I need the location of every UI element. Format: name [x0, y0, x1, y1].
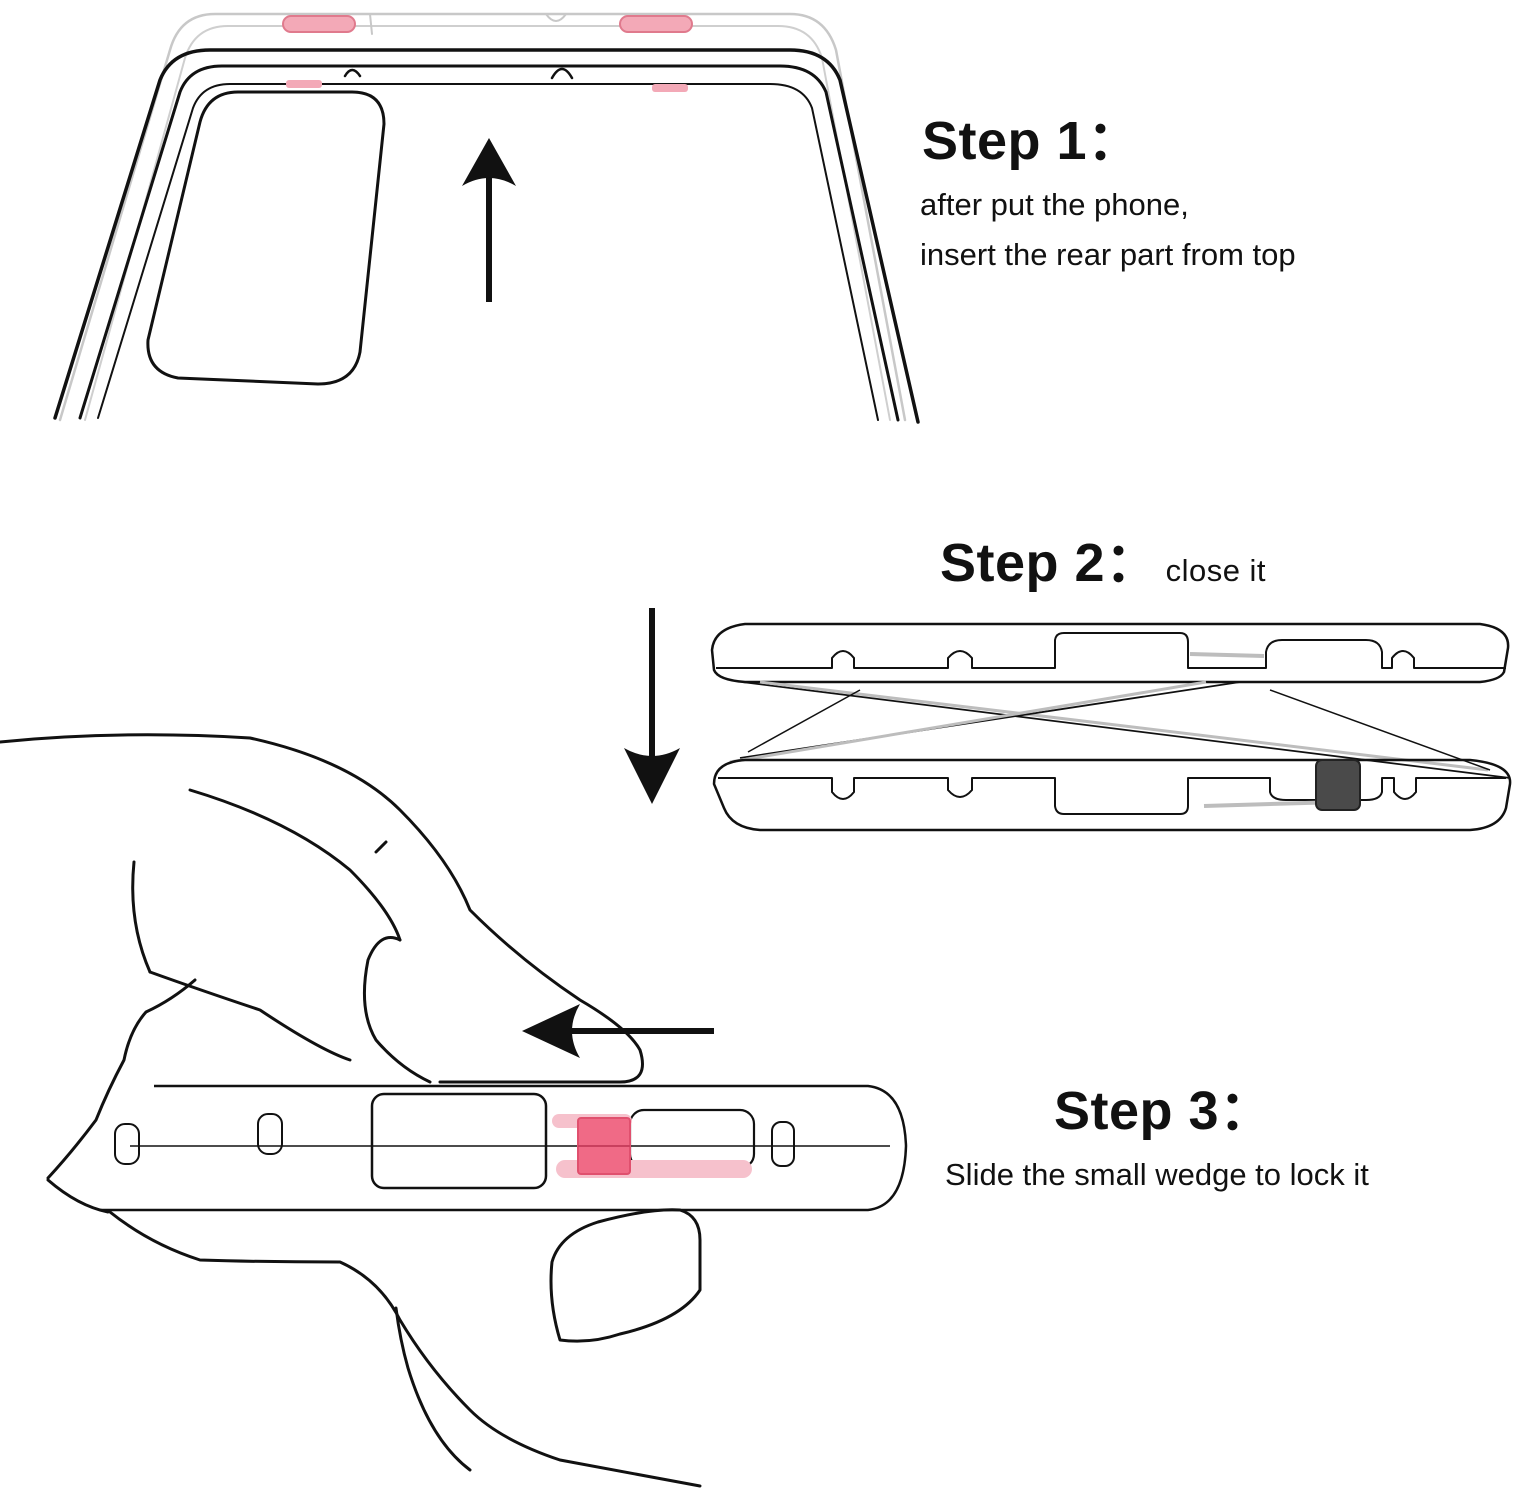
lock-wedge-icon [1315, 759, 1361, 811]
down-arrow-icon [624, 608, 680, 804]
step1-red-buttons [282, 15, 693, 92]
step1-title: Step 1： [922, 111, 1142, 171]
step2-case-drawing [710, 622, 1512, 832]
step2-title-text: Step 2： [940, 533, 1160, 593]
red-lock-slider [552, 1114, 752, 1178]
step1-description: after put the phone, insert the rear par… [920, 180, 1296, 280]
step1-case-drawing [53, 12, 920, 424]
left-arrow-icon [522, 1004, 714, 1058]
step1-description-line: after put the phone, [920, 187, 1189, 222]
step2-description: close it [1165, 553, 1267, 588]
step3-case-drawing [100, 1084, 908, 1212]
hand-drawing [0, 733, 702, 1488]
step2-title: Step 2：close it [940, 518, 1266, 597]
step3-title: Step 3： [1054, 1081, 1274, 1141]
step3-description: Slide the small wedge to lock it [945, 1157, 1369, 1192]
step1-description-line: insert the rear part from top [920, 237, 1296, 272]
up-arrow-icon [462, 138, 516, 302]
